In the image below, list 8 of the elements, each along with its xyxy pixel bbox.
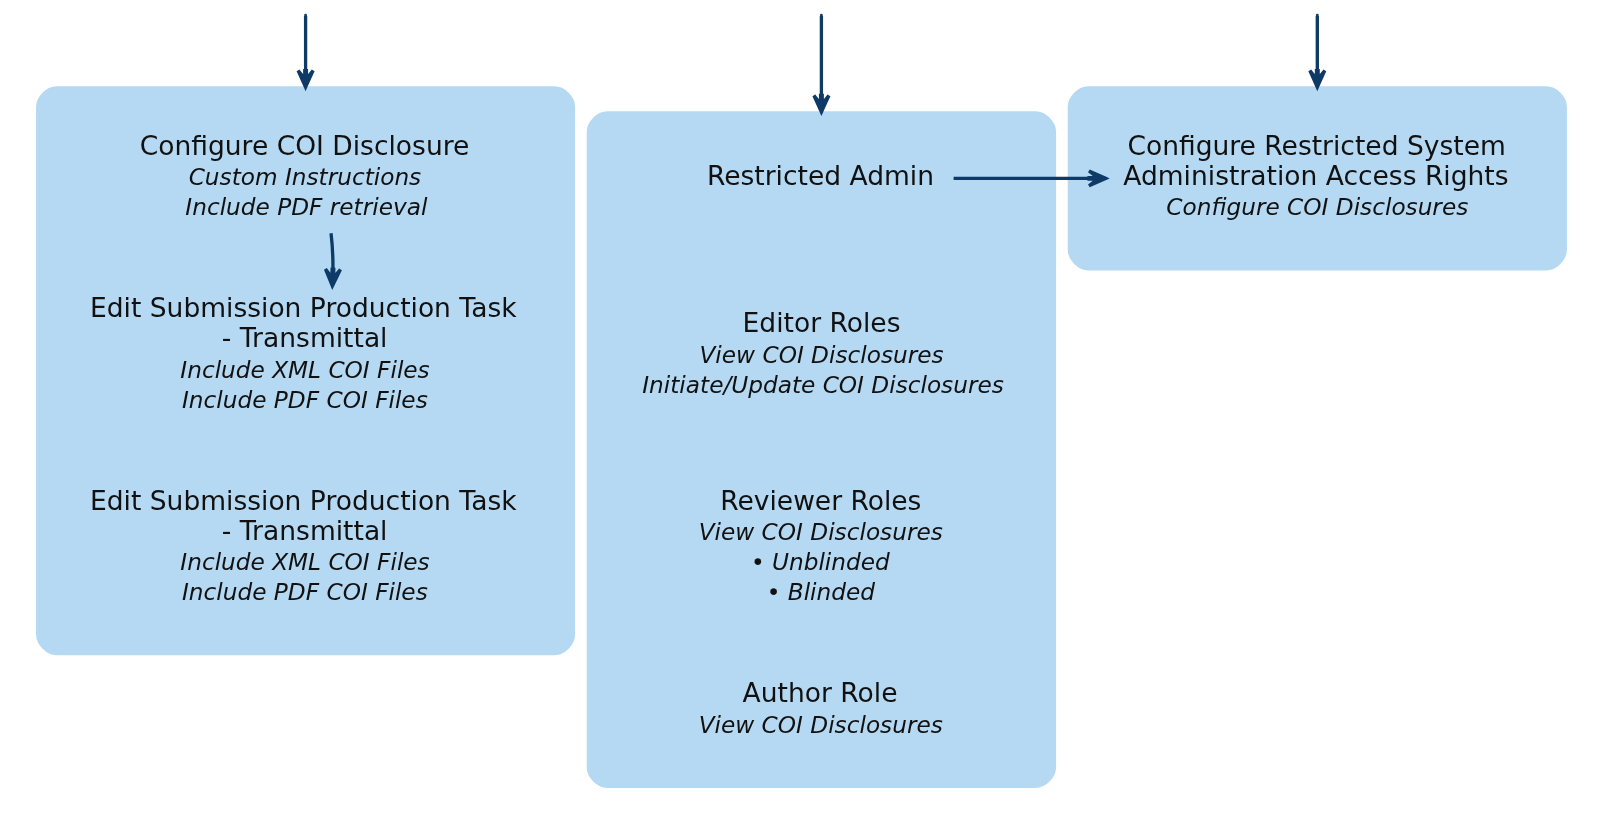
- node-text: Restricted Admin: [706, 159, 935, 191]
- node-text: Author Role View COI Disclosures: [698, 677, 943, 738]
- node-text: Configure COI Disclosure Custom Instructions Include PDF retrieval: [139, 129, 470, 221]
- node-text: Editor Roles View COI Disclosures Initiate/Update COI Disclosures: [642, 307, 1004, 398]
- node-text: Edit Submission Production Task - Transmittal Include XML COI Files Include PDF COI Files: [89, 484, 517, 605]
- node-text: Reviewer Roles View COI Disclosures • Unblinded • Blinded: [698, 484, 943, 605]
- node-text: Edit Submission Production Task - Transmittal Include XML COI Files Include PDF COI Files: [89, 292, 517, 413]
- node-text: Configure Restricted System Administration Access Rights Configure COI Disclosures: [1123, 129, 1509, 221]
